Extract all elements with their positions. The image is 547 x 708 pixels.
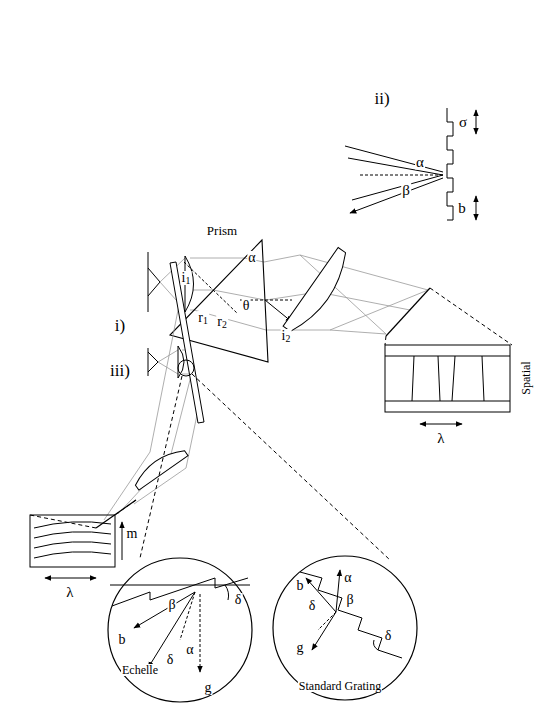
figure-label: δ (308, 599, 317, 613)
figure-label: δ (166, 653, 175, 667)
figure-label: δ (234, 593, 243, 607)
figure-label: g (296, 641, 305, 655)
figure-label: Prism (206, 224, 238, 237)
figure-label: Echelle (121, 664, 159, 676)
figure-label: α (247, 251, 256, 265)
figure-label: α (185, 643, 194, 657)
axis-label: Spatial (520, 360, 532, 395)
figure-label: iii) (109, 362, 131, 379)
figure-label: b (296, 579, 305, 593)
figure-label: Standard Grating (298, 680, 382, 692)
figure-label: δ (384, 629, 393, 643)
figure-label: β (345, 593, 354, 607)
figure-label: α (343, 571, 352, 585)
figure-label: r1 (197, 311, 209, 325)
figure-label: λ (65, 585, 74, 600)
figure-label: i) (114, 317, 126, 334)
figure-label: σ (458, 115, 468, 130)
figure-label: r2 (216, 315, 228, 329)
figure-label: ii) (373, 90, 390, 107)
figure-label: β (167, 598, 176, 612)
figure-label: α (415, 155, 425, 170)
figure-label: i2 (281, 329, 292, 343)
figure-label: λ (436, 431, 445, 446)
figure-label: m (126, 527, 139, 541)
figure-label: b (118, 633, 127, 647)
figure-label: β (401, 183, 411, 198)
figure-label: θ (242, 299, 251, 313)
figure-label: b (457, 201, 467, 216)
figure-label: g (204, 681, 213, 695)
figure-label: i1 (181, 271, 192, 285)
